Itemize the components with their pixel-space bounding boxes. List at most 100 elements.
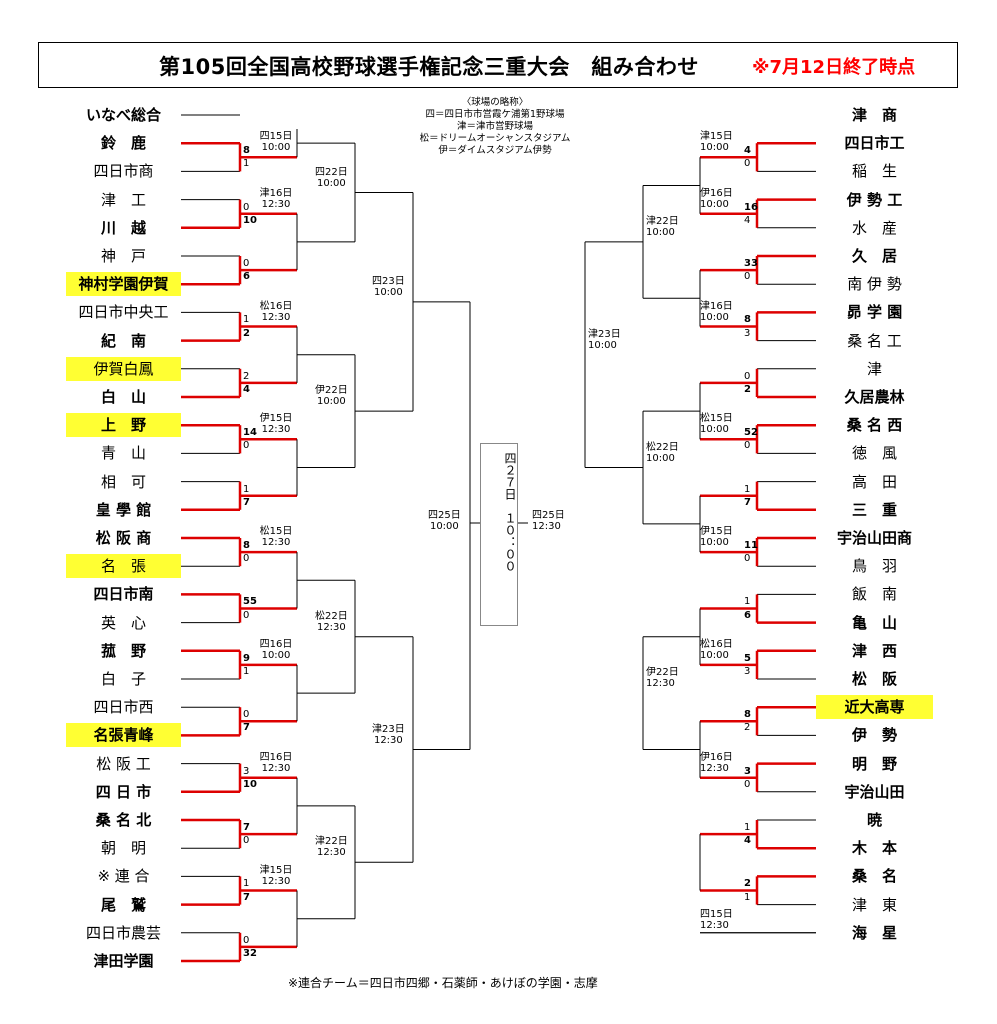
score: 1 <box>744 483 751 495</box>
legend-line: 津＝津市営野球場 <box>456 121 533 132</box>
schedule-line: 12:30 <box>532 521 561 532</box>
team-name: 久 居 <box>851 247 897 265</box>
schedule-line: 津23日 <box>588 328 621 340</box>
team-name: 近大高専 <box>816 695 933 720</box>
schedule-line: 12:30 <box>261 311 291 323</box>
schedule-line: 四25日 <box>532 510 565 521</box>
team-name: 三 重 <box>851 500 897 519</box>
team-name: 菰 野 <box>100 641 146 660</box>
score: 2 <box>744 384 751 395</box>
footnote: ※連合チーム＝四日市四郷・石薬師・あけぼの学園・志摩 <box>288 976 598 990</box>
team-name: 桑 名 西 <box>846 416 903 435</box>
team-name: 久居農林 <box>844 388 905 406</box>
team-name: ※ 連 合 <box>97 867 150 886</box>
schedule-line: 四22日 <box>315 166 348 178</box>
team-name: 亀 山 <box>851 613 897 632</box>
schedule-line: 10:00 <box>316 396 346 408</box>
legend-line: 伊＝ダイムスタジアム伊勢 <box>438 145 552 156</box>
schedule-line: 四15日 <box>259 131 293 143</box>
team-name: 飯 南 <box>851 585 897 604</box>
score: 3 <box>744 327 751 339</box>
score: 2 <box>243 327 250 339</box>
score: 52 <box>744 427 758 439</box>
score: 1 <box>243 666 250 677</box>
score: 1 <box>243 158 250 170</box>
schedule-line: 松16日 <box>700 638 733 650</box>
team-name: 四日市商 <box>93 162 154 181</box>
score: 3 <box>744 765 751 777</box>
team-name: 桑 名 工 <box>847 331 902 350</box>
final-date: 四２７日 １０：００ <box>503 452 517 572</box>
score: 7 <box>243 496 250 508</box>
schedule-line: 10:00 <box>588 339 617 351</box>
team-name: 木 本 <box>851 839 897 858</box>
score: 2 <box>243 370 250 382</box>
team-name: 宇治山田商 <box>836 529 912 547</box>
team-name: 名 張 <box>66 554 181 579</box>
schedule-line: 10:00 <box>700 537 729 549</box>
schedule-line: 松16日 <box>259 300 293 312</box>
team-name: 川 越 <box>100 218 146 237</box>
score: 0 <box>243 258 250 269</box>
team-name: 四日市西 <box>93 698 154 717</box>
team-name: 昴 学 園 <box>846 303 903 322</box>
team-name: 伊 勢 工 <box>846 190 903 209</box>
team-name: 桑 名 北 <box>95 811 152 829</box>
schedule-line: 松22日 <box>646 441 679 453</box>
score: 0 <box>744 271 751 283</box>
score: 0 <box>744 158 751 170</box>
team-name: 稲 生 <box>851 162 897 181</box>
team-name: 朝 明 <box>100 839 146 858</box>
team-name: 津 西 <box>851 641 897 660</box>
score: 2 <box>744 722 751 734</box>
schedule-line: 四23日 <box>372 275 405 287</box>
score: 8 <box>744 314 751 326</box>
schedule-line: 津15日 <box>259 864 293 876</box>
score: 1 <box>243 483 250 495</box>
team-name: 伊賀白鳳 <box>66 356 181 381</box>
team-name: 明 野 <box>851 754 897 773</box>
team-name: 津田学園 <box>93 952 154 970</box>
team-name: 青 山 <box>100 444 146 463</box>
score: 0 <box>243 835 250 847</box>
final-box: 四２７日 １０：００ <box>480 443 518 626</box>
schedule-line: 津16日 <box>259 187 293 199</box>
schedule-line: 12:30 <box>373 734 403 746</box>
team-name: 四日市南 <box>93 585 154 604</box>
score: 7 <box>243 822 250 833</box>
team-name: 松 阪 <box>851 670 897 688</box>
score: 1 <box>243 314 250 326</box>
score: 0 <box>744 440 751 452</box>
score: 1 <box>744 891 751 903</box>
score: 4 <box>744 835 751 847</box>
score: 0 <box>243 440 250 452</box>
score: 4 <box>744 214 751 226</box>
team-name: 紀 南 <box>100 331 146 350</box>
schedule-line: 伊15日 <box>259 413 293 425</box>
team-name: 四日市中央工 <box>78 303 169 322</box>
team-name: 桑 名 <box>851 867 897 886</box>
score: 0 <box>744 778 751 790</box>
schedule-line: 津23日 <box>372 723 405 735</box>
score: 3 <box>744 666 751 677</box>
schedule-line: 10:00 <box>261 649 291 661</box>
team-name: 神 戸 <box>100 247 146 265</box>
schedule-line: 10:00 <box>646 226 675 238</box>
schedule-line: 12:30 <box>316 621 346 633</box>
schedule-line: 12:30 <box>316 847 346 859</box>
score: 1 <box>744 822 751 833</box>
title-box: 第105回全国高校野球選手権記念三重大会 組み合わせ ※7月12日終了時点 <box>38 42 958 88</box>
